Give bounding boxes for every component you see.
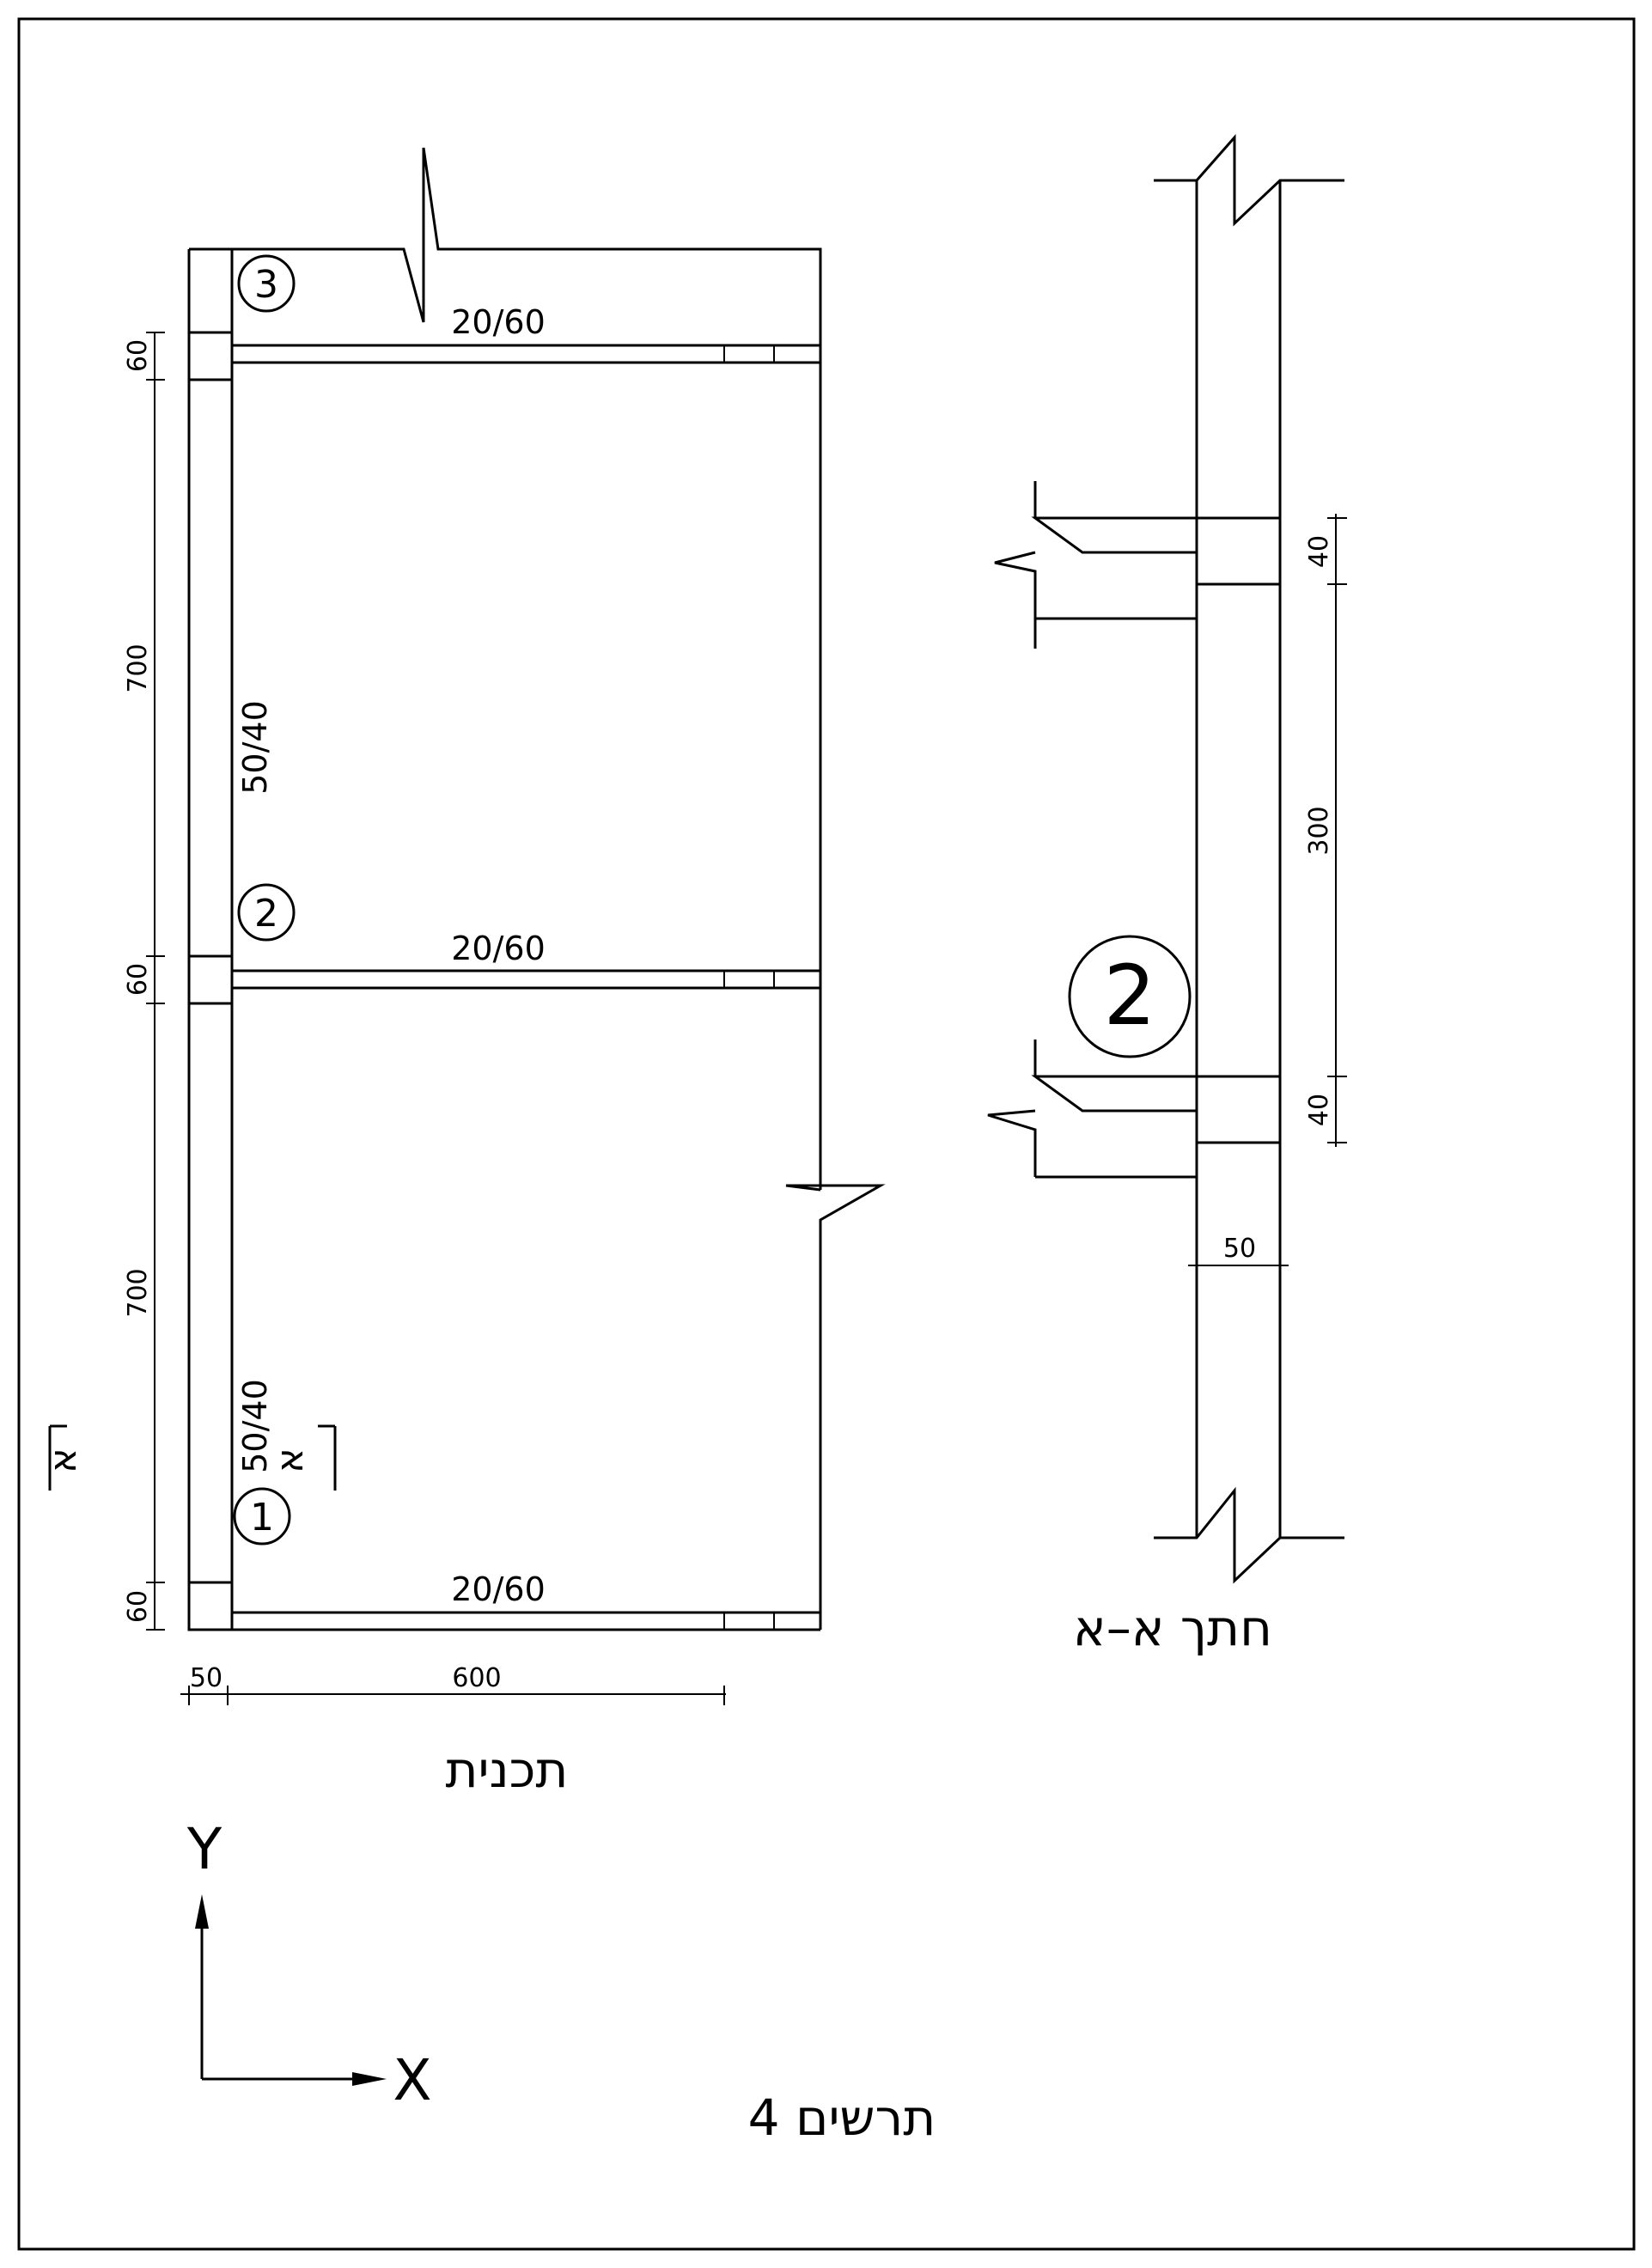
plan-view: 20/60 20/60 20/60 50/40 50/40 3 2 1 א א xyxy=(41,147,886,1799)
svg-text:700: 700 xyxy=(123,1268,153,1317)
axis-number: 2 xyxy=(254,892,278,936)
section-axis-number: 2 xyxy=(1103,948,1155,1044)
svg-text:300: 300 xyxy=(1304,806,1334,855)
slab-upper xyxy=(1031,516,1282,586)
beam-label: 20/60 xyxy=(451,303,546,341)
axis-number: 1 xyxy=(250,1496,274,1539)
slab-lower xyxy=(1031,1075,1282,1144)
axis-number: 3 xyxy=(254,263,278,307)
axis-x-label: X xyxy=(393,2047,431,2113)
column-axis-1 xyxy=(187,1581,234,1631)
coordinate-axes: Y X xyxy=(186,1816,432,2113)
column-axis-2 xyxy=(187,954,234,1005)
svg-text:60: 60 xyxy=(123,1590,153,1623)
svg-text:700: 700 xyxy=(123,643,153,692)
svg-text:40: 40 xyxy=(1304,1094,1334,1126)
svg-text:א: א xyxy=(41,1448,85,1472)
axis-marker-2 xyxy=(237,883,296,942)
axis-marker-1 xyxy=(233,1487,291,1546)
wall-label: 50/40 xyxy=(236,700,274,795)
section-width-dimension: 50 xyxy=(1188,1234,1289,1276)
column-axis-3 xyxy=(187,331,234,381)
plan-title: תכנית xyxy=(445,1741,568,1799)
section-view: 2 40 300 40 50 חתך א–א xyxy=(987,134,1347,1657)
svg-text:א: א xyxy=(268,1448,312,1472)
axis-y-label: Y xyxy=(186,1816,223,1882)
section-title: חתך א–א xyxy=(1073,1599,1272,1657)
svg-text:50: 50 xyxy=(190,1663,223,1693)
svg-text:60: 60 xyxy=(123,963,153,996)
beam-label: 20/60 xyxy=(451,930,546,967)
page-border xyxy=(17,17,1636,2251)
horizontal-dimensions: 50 600 xyxy=(180,1663,726,1705)
section-mark-left: א xyxy=(41,1424,85,1491)
section-vertical-dimensions: 40 300 40 xyxy=(1304,514,1347,1147)
axis-marker-3 xyxy=(237,254,296,313)
vertical-dimensions: 60 700 60 700 60 xyxy=(123,332,165,1631)
section-mark-right: א xyxy=(268,1424,337,1491)
svg-text:40: 40 xyxy=(1304,535,1334,568)
svg-text:600: 600 xyxy=(452,1663,501,1693)
section-axis-marker xyxy=(1068,935,1192,1058)
wall-label: 50/40 xyxy=(236,1379,274,1473)
beam-label: 20/60 xyxy=(451,1570,546,1608)
svg-text:50: 50 xyxy=(1223,1234,1256,1264)
svg-text:60: 60 xyxy=(123,339,153,372)
figure-caption: תרשים 4 xyxy=(748,2088,936,2147)
